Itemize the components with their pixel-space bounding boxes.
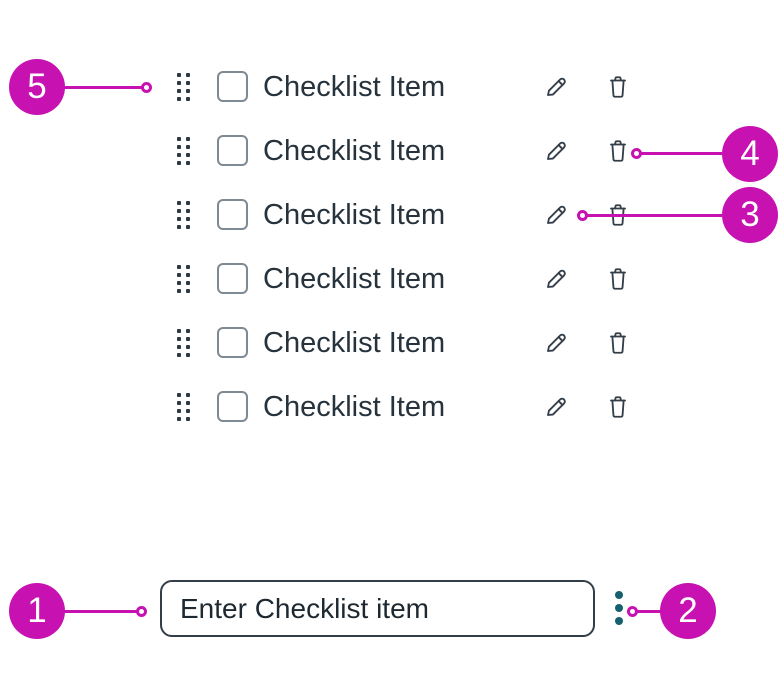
pencil-icon	[547, 205, 566, 224]
checklist-row: Checklist Item	[0, 55, 778, 119]
delete-button[interactable]	[605, 330, 631, 356]
checklist-row: Checklist Item	[0, 375, 778, 439]
annotation-badge-4: 4	[722, 126, 778, 182]
annotation-line	[586, 213, 722, 217]
new-checklist-item-input[interactable]	[160, 580, 595, 637]
checkbox[interactable]	[217, 263, 248, 294]
checkbox[interactable]	[217, 199, 248, 230]
kebab-vertical-icon	[615, 591, 623, 625]
drag-handle[interactable]	[177, 201, 190, 229]
pencil-icon	[547, 77, 566, 96]
trash-icon	[610, 204, 626, 226]
checklist-row: Checklist Item	[0, 183, 778, 247]
pencil-icon	[547, 397, 566, 416]
checkbox[interactable]	[217, 327, 248, 358]
trash-icon	[610, 268, 626, 290]
drag-handle[interactable]	[177, 265, 190, 293]
pencil-icon	[547, 333, 566, 352]
annotation-endpoint	[630, 147, 642, 159]
checkbox[interactable]	[217, 391, 248, 422]
checklist-item-label: Checklist Item	[263, 71, 446, 103]
checkbox[interactable]	[217, 135, 248, 166]
delete-button[interactable]	[605, 394, 631, 420]
drag-handle[interactable]	[177, 73, 190, 101]
edit-button[interactable]	[543, 266, 569, 292]
trash-icon	[610, 140, 626, 162]
annotation-number: 3	[740, 195, 760, 234]
checklist-item-label: Checklist Item	[263, 391, 446, 423]
annotation-endpoint	[140, 81, 152, 93]
annotation-line	[64, 85, 142, 89]
annotation-number: 5	[27, 67, 47, 106]
annotation-badge-3: 3	[722, 187, 778, 243]
annotation-endpoint	[576, 209, 588, 221]
checklist-item-label: Checklist Item	[263, 199, 446, 231]
annotation-number: 4	[740, 134, 760, 173]
checklist-row: Checklist Item	[0, 247, 778, 311]
pencil-icon	[547, 269, 566, 288]
delete-button[interactable]	[605, 266, 631, 292]
annotation-line	[64, 609, 137, 613]
checkbox[interactable]	[217, 71, 248, 102]
options-kebab-button[interactable]	[611, 591, 627, 631]
delete-button[interactable]	[605, 202, 631, 228]
drag-handle[interactable]	[177, 137, 190, 165]
checklist-item-label: Checklist Item	[263, 263, 446, 295]
checklist-row: Checklist Item	[0, 311, 778, 375]
annotation-line	[636, 609, 662, 613]
pencil-icon	[547, 141, 566, 160]
edit-button[interactable]	[543, 74, 569, 100]
annotation-number: 2	[678, 591, 698, 630]
annotation-endpoint	[135, 605, 147, 617]
edit-button[interactable]	[543, 330, 569, 356]
drag-handle[interactable]	[177, 329, 190, 357]
checklist-row: Checklist Item	[0, 119, 778, 183]
checklist-item-label: Checklist Item	[263, 135, 446, 167]
annotation-badge-2: 2	[660, 583, 716, 639]
edit-button[interactable]	[543, 394, 569, 420]
delete-button[interactable]	[605, 138, 631, 164]
annotation-endpoint	[626, 605, 638, 617]
trash-icon	[610, 396, 626, 418]
annotation-number: 1	[27, 591, 47, 630]
annotation-badge-1: 1	[9, 583, 65, 639]
trash-icon	[610, 332, 626, 354]
trash-icon	[610, 76, 626, 98]
delete-button[interactable]	[605, 74, 631, 100]
annotation-badge-5: 5	[9, 59, 65, 115]
annotation-line	[640, 151, 722, 155]
edit-button[interactable]	[543, 202, 569, 228]
edit-button[interactable]	[543, 138, 569, 164]
drag-handle[interactable]	[177, 393, 190, 421]
checklist-item-label: Checklist Item	[263, 327, 446, 359]
